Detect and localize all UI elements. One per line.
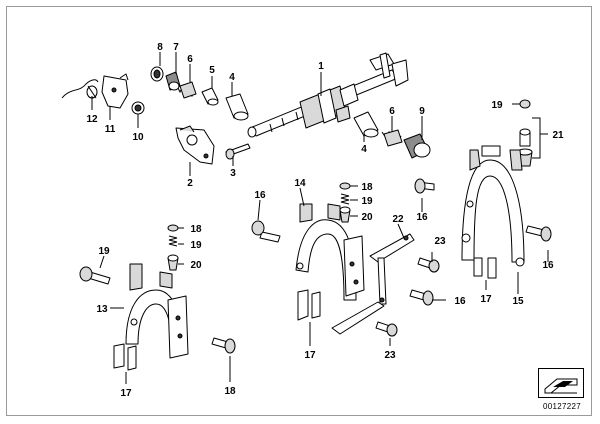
- callout-17-right: 17: [480, 294, 492, 305]
- bracket-17-right: [473, 257, 497, 279]
- view-icon-box: [538, 368, 584, 398]
- callout-17-mid: 17: [304, 350, 316, 361]
- callout-6-top: 6: [187, 54, 193, 65]
- callout-4-top: 4: [229, 72, 235, 83]
- callout-12: 12: [86, 114, 98, 125]
- document-number: 00127227: [543, 402, 581, 411]
- shift-fork-15: [461, 145, 525, 267]
- spring-6-left: [175, 81, 197, 99]
- callout-8: 8: [157, 42, 163, 53]
- bolt-16-mid-right: [409, 289, 434, 306]
- callout-16-d: 16: [454, 296, 466, 307]
- callout-11: 11: [105, 124, 116, 135]
- callout-10: 10: [132, 132, 144, 143]
- callout-3: 3: [230, 168, 236, 179]
- ball-19-top: [519, 99, 531, 109]
- linkage-22: [331, 233, 415, 335]
- diagram-border: [6, 6, 592, 416]
- callout-22: 22: [392, 214, 404, 225]
- shift-fork-14: [295, 203, 365, 301]
- callout-18-left: 18: [190, 224, 202, 235]
- bolt-19-left: [79, 266, 111, 285]
- callout-23-lower: 23: [384, 350, 396, 361]
- callout-2: 2: [187, 178, 193, 189]
- callout-19-left: 19: [190, 240, 202, 251]
- spring-6-right: [381, 129, 403, 147]
- spring-clip-12: [61, 79, 99, 99]
- callout-21: 21: [552, 130, 564, 141]
- bolt-16-mid-left: [251, 220, 281, 243]
- callout-19-top: 19: [491, 100, 503, 111]
- callout-1: 1: [318, 61, 324, 72]
- stack-18-19-20-left: [167, 224, 179, 271]
- bolt-16-right: [525, 225, 552, 242]
- parts-catalog-view-icon: [544, 378, 578, 394]
- callout-4-right: 4: [361, 144, 367, 155]
- callout-16-a: 16: [254, 190, 266, 201]
- bolt-16-top: [414, 178, 435, 194]
- callout-19-bolt: 19: [98, 246, 110, 257]
- callout-labels: 1 2 3 4 4 5 6 6 7 8 9 10 11 12 13 14 15 …: [86, 42, 564, 399]
- sleeve-4-right: [353, 111, 379, 138]
- bolt-3: [225, 143, 251, 160]
- shift-fork-13: [125, 263, 189, 359]
- leader-lines: [91, 52, 549, 384]
- callout-23-upper: 23: [434, 236, 446, 247]
- callout-14: 14: [294, 178, 306, 189]
- callout-20-mid: 20: [361, 212, 373, 223]
- selector-shaft: [247, 52, 409, 138]
- callout-15: 15: [512, 296, 524, 307]
- stack-18-19-20-mid: [339, 182, 351, 223]
- bush-9: [403, 133, 431, 159]
- plate-2: [175, 125, 215, 165]
- bolt-16-bottom-left: [211, 337, 236, 354]
- callout-19-mid: 19: [361, 196, 373, 207]
- callout-5: 5: [209, 65, 215, 76]
- detent-21: [517, 128, 533, 167]
- callout-7: 7: [173, 42, 179, 53]
- bracket-11: [101, 73, 129, 109]
- plunger-5: [201, 87, 219, 106]
- callout-18-mid: 18: [361, 182, 373, 193]
- nut-10: [131, 101, 145, 115]
- callout-18-bottom: 18: [224, 386, 236, 397]
- callout-17-left: 17: [120, 388, 132, 399]
- bolt-23-lower: [375, 321, 398, 337]
- callout-20-left: 20: [190, 260, 202, 271]
- callout-16-b: 16: [416, 212, 428, 223]
- bracket-17-left: [113, 343, 137, 371]
- callout-13: 13: [96, 304, 108, 315]
- bolt-23-upper: [417, 257, 440, 273]
- callout-9: 9: [419, 106, 425, 117]
- sleeve-4-left: [225, 93, 249, 121]
- ring-8: [150, 66, 164, 82]
- callout-16-c: 16: [542, 260, 554, 271]
- bracket-17-mid: [297, 289, 321, 321]
- callout-6-right: 6: [389, 106, 395, 117]
- bush-7: [165, 71, 181, 91]
